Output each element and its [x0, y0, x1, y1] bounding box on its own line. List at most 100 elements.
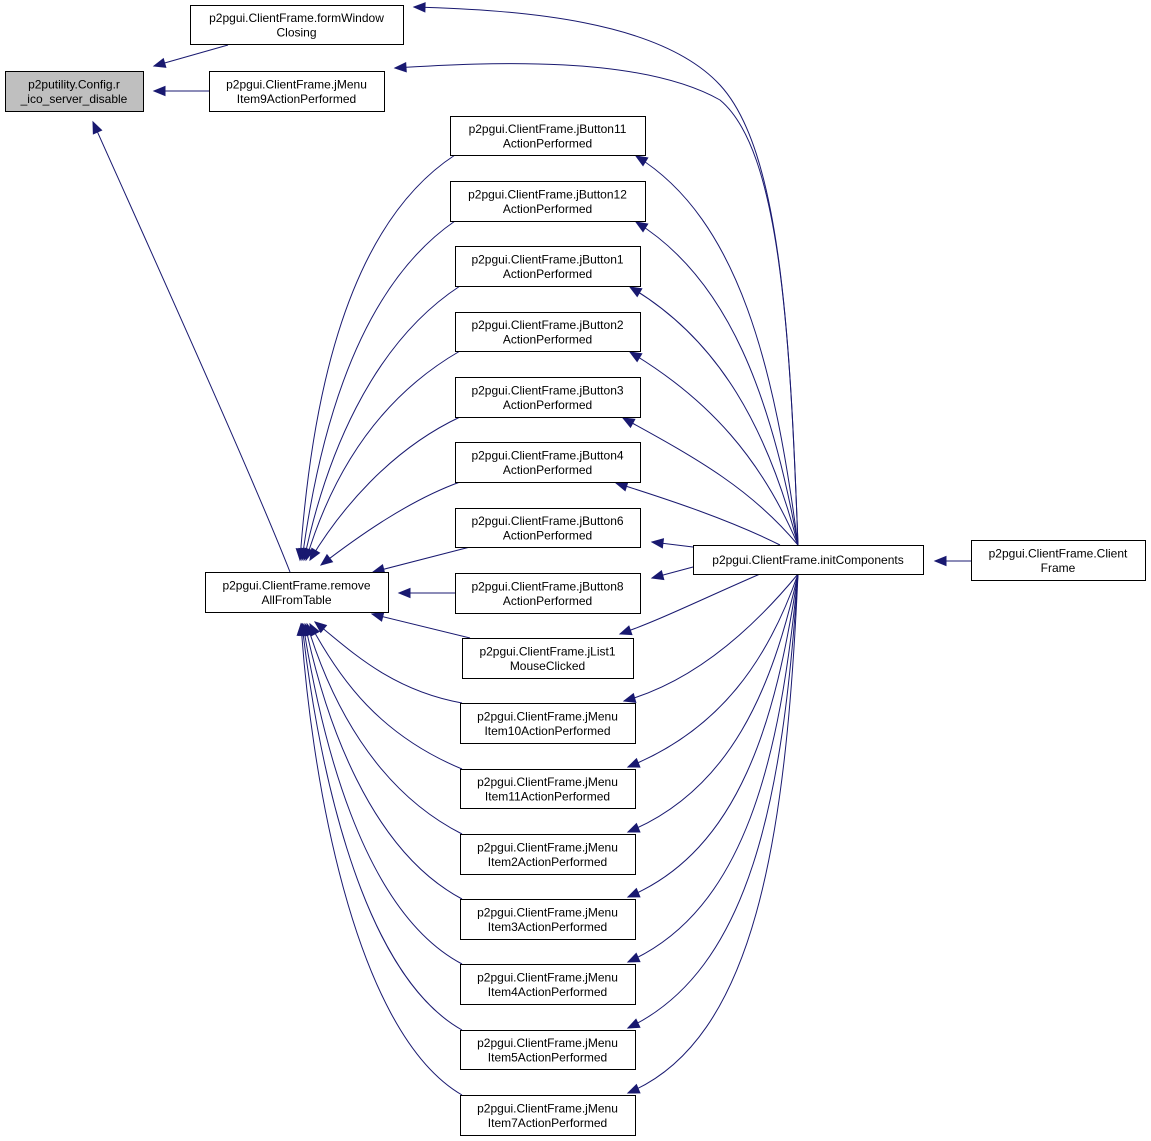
node-label-line: p2pgui.ClientFrame.jMenu: [477, 775, 618, 789]
edge-initComponents-to-jMenuItem3: [626, 573, 799, 898]
node-label-line: p2pgui.ClientFrame.formWindow: [209, 11, 384, 25]
arrowhead: [634, 155, 649, 167]
node-jMenuItem3[interactable]: p2pgui.ClientFrame.jMenuItem3ActionPerfo…: [460, 899, 636, 940]
node-initComponents[interactable]: p2pgui.ClientFrame.initComponents: [693, 545, 924, 575]
node-jMenuItem11[interactable]: p2pgui.ClientFrame.jMenuItem11ActionPerf…: [460, 769, 636, 809]
edge-jMenuItem2-to-removeAll: [305, 622, 463, 835]
node-box[interactable]: [455, 442, 641, 483]
node-clientFrame[interactable]: p2pgui.ClientFrame.ClientFrame: [971, 540, 1146, 581]
node-jButton4[interactable]: p2pgui.ClientFrame.jButton4ActionPerform…: [455, 442, 641, 483]
edge-line: [301, 623, 463, 1031]
node-label-line: p2pgui.ClientFrame.jMenu: [477, 840, 618, 854]
arrowhead: [92, 120, 103, 135]
node-label-line: p2pgui.ClientFrame.jButton2: [471, 318, 623, 332]
node-box[interactable]: [455, 312, 641, 352]
node-label-line: ActionPerformed: [503, 398, 592, 412]
node-box[interactable]: [205, 572, 389, 613]
edge-line: [635, 155, 799, 546]
edge-jMenuItem9-to-config: [152, 85, 209, 97]
node-jMenuItem7[interactable]: p2pgui.ClientFrame.jMenuItem7ActionPerfo…: [460, 1095, 636, 1136]
node-label-line: ActionPerformed: [503, 528, 592, 542]
arrowhead: [412, 2, 426, 13]
node-box[interactable]: [460, 703, 636, 744]
edge-line: [314, 621, 463, 704]
node-jMenuItem10[interactable]: p2pgui.ClientFrame.jMenuItem10ActionPerf…: [460, 703, 636, 744]
arrowhead: [397, 587, 411, 599]
node-jMenuItem5[interactable]: p2pgui.ClientFrame.jMenuItem5ActionPerfo…: [460, 1030, 636, 1070]
node-label-line: Closing: [276, 25, 316, 39]
arrowhead: [370, 611, 385, 622]
edge-line: [627, 573, 799, 898]
node-label-line: p2pgui.ClientFrame.jMenu: [477, 970, 618, 984]
arrowhead: [634, 221, 649, 233]
node-jButton6[interactable]: p2pgui.ClientFrame.jButton6ActionPerform…: [455, 508, 641, 548]
edge-initComponents-to-jMenuItem7: [626, 573, 799, 1094]
node-box[interactable]: [460, 899, 636, 940]
node-box[interactable]: [455, 508, 641, 548]
edge-line: [627, 573, 799, 1094]
edge-initComponents-to-jMenuItem10: [622, 573, 799, 703]
edge-line: [394, 63, 799, 546]
node-box[interactable]: [462, 638, 634, 679]
arrowhead: [626, 887, 641, 898]
node-box[interactable]: [450, 116, 646, 156]
node-jButton8[interactable]: p2pgui.ClientFrame.jButton8ActionPerform…: [455, 573, 641, 614]
edge-jMenuItem3-to-removeAll: [302, 622, 463, 900]
node-label-line: ActionPerformed: [503, 332, 592, 346]
node-box[interactable]: [460, 1030, 636, 1070]
node-jButton3[interactable]: p2pgui.ClientFrame.jButton3ActionPerform…: [455, 377, 641, 418]
edge-jMenuItem5-to-removeAll: [298, 622, 463, 1031]
node-box[interactable]: [455, 573, 641, 614]
node-jButton2[interactable]: p2pgui.ClientFrame.jButton2ActionPerform…: [455, 312, 641, 352]
edge-line: [309, 623, 463, 770]
arrowhead: [628, 351, 643, 363]
arrowhead: [614, 481, 629, 492]
edge-jButton8-to-removeAll: [397, 587, 455, 599]
edge-line: [622, 417, 799, 546]
edge-jButton1-to-removeAll: [301, 285, 461, 562]
edge-jMenuItem11-to-removeAll: [309, 622, 463, 770]
node-box[interactable]: [693, 545, 924, 575]
node-label-line: p2putility.Config.r: [28, 77, 120, 91]
arrowhead: [621, 417, 636, 429]
node-box[interactable]: [971, 540, 1146, 581]
node-label-line: _ico_server_disable: [20, 92, 128, 106]
node-label-line: Item10ActionPerformed: [484, 724, 610, 738]
node-box[interactable]: [460, 834, 636, 875]
node-jMenuItem2[interactable]: p2pgui.ClientFrame.jMenuItem2ActionPerfo…: [460, 834, 636, 875]
node-label-line: ActionPerformed: [503, 202, 592, 216]
node-layer: p2putility.Config.r_ico_server_disablep2…: [5, 5, 1146, 1136]
node-jButton12[interactable]: p2pgui.ClientFrame.jButton12ActionPerfor…: [450, 181, 646, 222]
arrowhead: [626, 822, 641, 833]
edge-initComponents-to-jButton11: [634, 155, 799, 546]
node-jButton11[interactable]: p2pgui.ClientFrame.jButton11ActionPerfor…: [450, 116, 646, 156]
node-jButton1[interactable]: p2pgui.ClientFrame.jButton1ActionPerform…: [455, 246, 641, 287]
node-box[interactable]: [460, 1095, 636, 1136]
arrowhead: [626, 952, 641, 963]
node-box[interactable]: [5, 71, 144, 112]
node-box[interactable]: [190, 5, 404, 45]
arrowhead: [313, 621, 328, 634]
node-jMenuItem9[interactable]: p2pgui.ClientFrame.jMenuItem9ActionPerfo…: [209, 71, 385, 112]
node-jMenuItem4[interactable]: p2pgui.ClientFrame.jMenuItem4ActionPerfo…: [460, 964, 636, 1005]
node-box[interactable]: [455, 377, 641, 418]
node-box[interactable]: [460, 964, 636, 1005]
edge-line: [303, 285, 461, 561]
node-box[interactable]: [460, 769, 636, 809]
node-label-line: p2pgui.ClientFrame.jButton12: [468, 187, 627, 201]
node-label-line: p2pgui.ClientFrame.Client: [989, 546, 1128, 560]
node-box[interactable]: [209, 71, 385, 112]
edge-line: [301, 220, 456, 561]
node-label-line: ActionPerformed: [503, 136, 592, 150]
arrowhead: [650, 538, 665, 549]
node-label-line: p2pgui.ClientFrame.jMenu: [226, 77, 367, 91]
arrowhead: [626, 1018, 641, 1029]
edge-line: [300, 623, 463, 1096]
arrowhead: [296, 622, 307, 636]
node-box[interactable]: [450, 181, 646, 222]
node-config[interactable]: p2putility.Config.r_ico_server_disable: [5, 71, 144, 112]
node-box[interactable]: [455, 246, 641, 287]
